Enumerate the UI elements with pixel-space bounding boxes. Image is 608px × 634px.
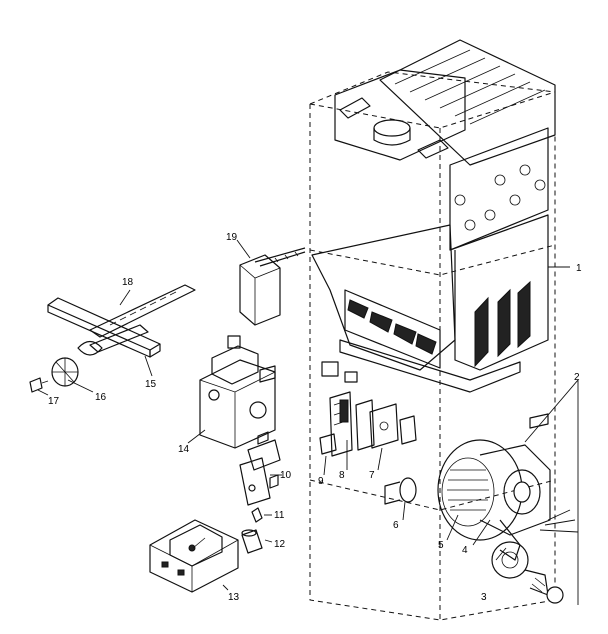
callout-16: 16 bbox=[95, 392, 107, 403]
draft-inducer-motor bbox=[491, 541, 564, 604]
top-vent-assembly bbox=[334, 69, 466, 161]
callout-3: 3 bbox=[481, 592, 487, 603]
callout-7: 7 bbox=[369, 470, 375, 481]
callout-17: 17 bbox=[48, 396, 60, 407]
callout-13: 13 bbox=[228, 592, 240, 603]
callout-1: 1 bbox=[576, 263, 582, 274]
pressure-switch bbox=[384, 477, 417, 505]
transformer bbox=[149, 519, 239, 593]
callout-19: 19 bbox=[226, 232, 238, 243]
callout-9: 9 bbox=[318, 476, 324, 487]
callout-4: 4 bbox=[462, 545, 468, 556]
callout-18: 18 bbox=[122, 277, 134, 288]
callout-8: 8 bbox=[339, 470, 345, 481]
callout-5: 5 bbox=[438, 540, 444, 551]
callout-10: 10 bbox=[280, 470, 292, 481]
callout-11: 11 bbox=[274, 510, 285, 521]
burner bbox=[77, 324, 149, 356]
callout-6: 6 bbox=[393, 520, 399, 531]
burner-manifold bbox=[47, 284, 196, 358]
callout-15: 15 bbox=[145, 379, 157, 390]
callout-12: 12 bbox=[274, 539, 286, 550]
gas-fitting bbox=[241, 529, 263, 554]
callout-labels: 1 2 3 4 5 6 7 8 9 10 11 12 13 14 15 16 1… bbox=[48, 232, 582, 603]
control-board-area bbox=[319, 361, 417, 457]
inducer-blower-assembly bbox=[437, 413, 579, 561]
heat-exchanger bbox=[311, 39, 556, 393]
limit-switch bbox=[239, 247, 306, 326]
callout-leader-lines bbox=[37, 239, 579, 605]
pilot-assembly bbox=[239, 431, 281, 506]
callout-14: 14 bbox=[178, 444, 190, 455]
pilot-orifice bbox=[251, 507, 263, 523]
callout-2: 2 bbox=[574, 372, 580, 383]
orifice bbox=[29, 377, 49, 393]
air-shutter bbox=[51, 357, 79, 387]
gas-valve bbox=[199, 335, 276, 449]
